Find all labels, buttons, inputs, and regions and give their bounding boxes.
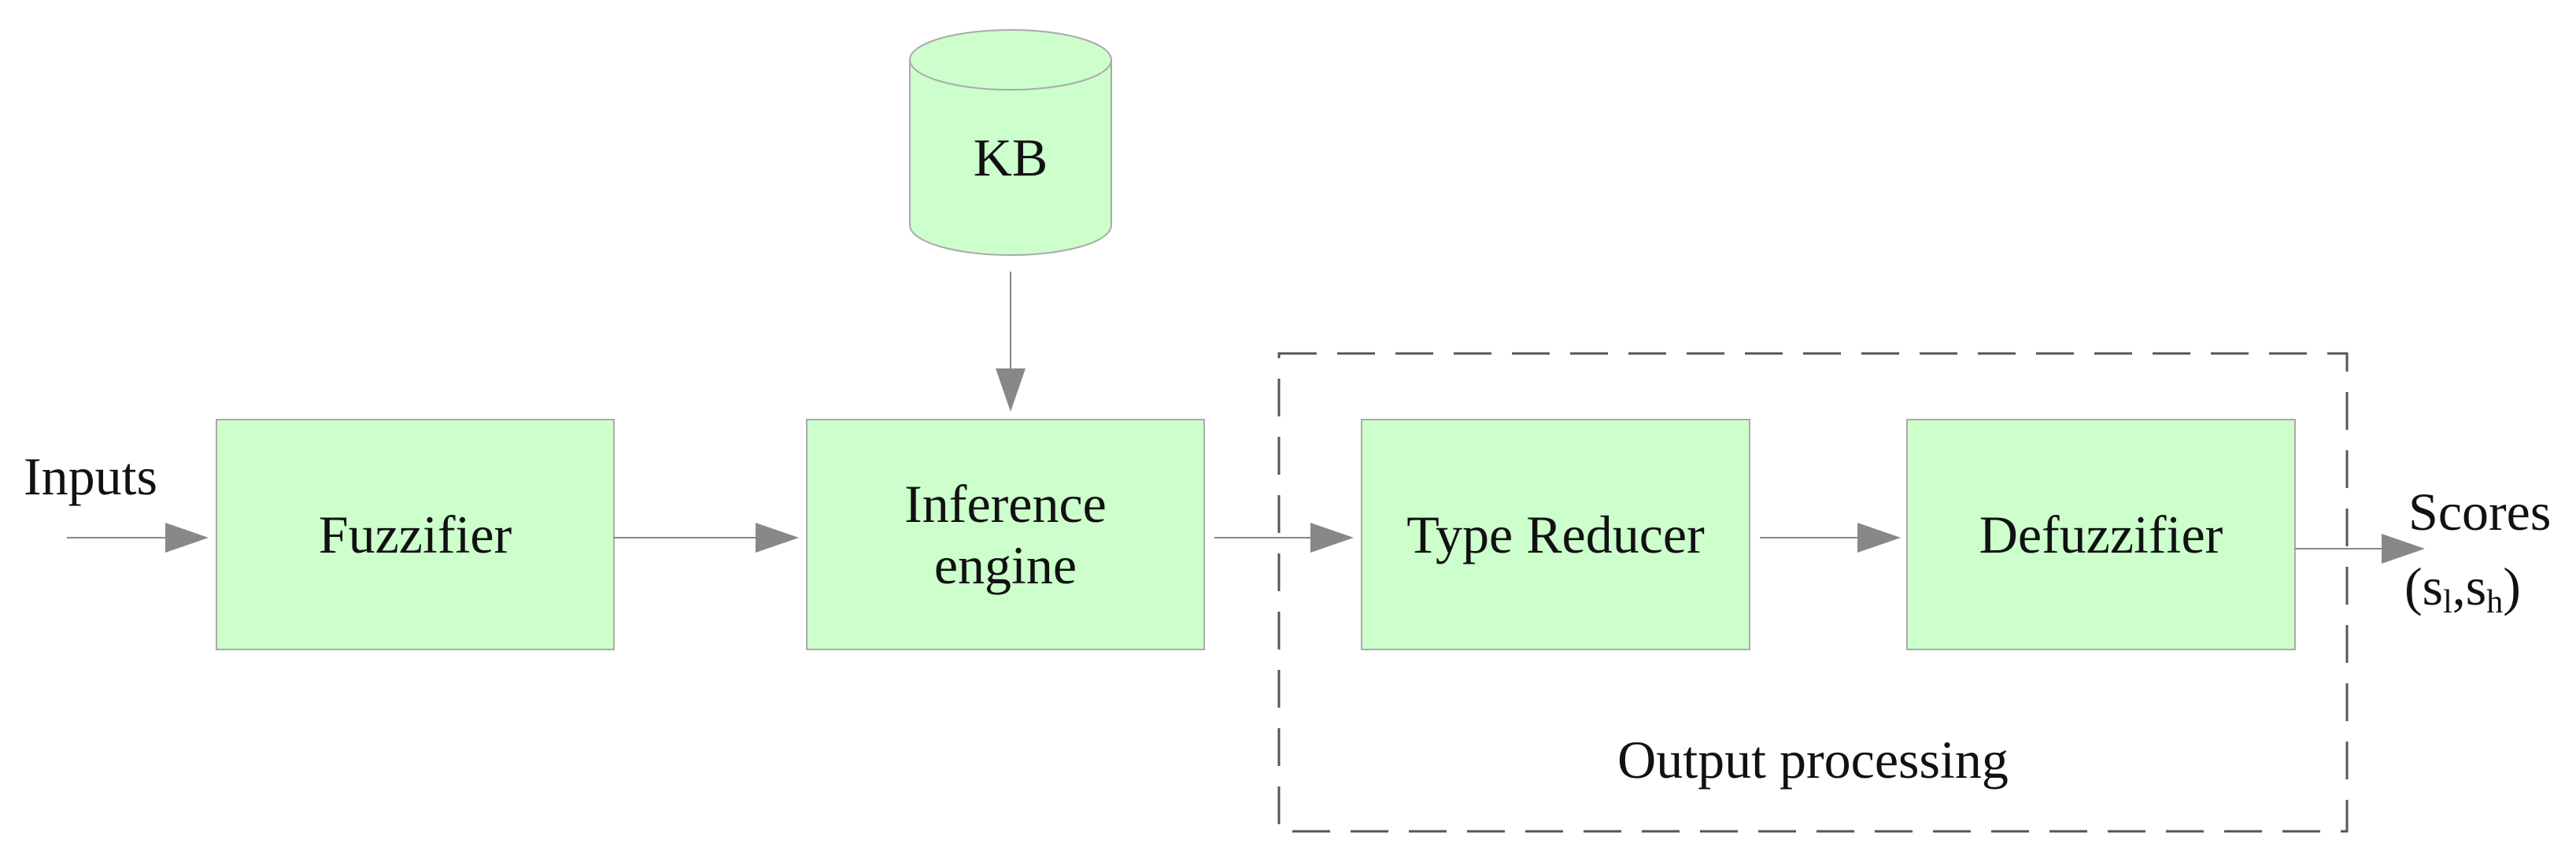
arrow-kb-to-inference [996, 272, 1026, 412]
defuzzifier-label: Defuzzifier [1979, 504, 2223, 564]
arrow-type-reducer-to-defuzzifier [1760, 523, 1901, 553]
inference-engine-block [806, 419, 1205, 650]
scores-close: ) [2503, 556, 2521, 616]
arrow-defuzzifier-to-scores [2295, 534, 2425, 564]
scores-comma: ,s [2452, 556, 2487, 616]
output-processing-group [1277, 352, 2349, 833]
type-reducer-label: Type Reducer [1406, 504, 1705, 564]
kb-label: KB [973, 127, 1048, 187]
arrow-inputs-to-fuzzifier [67, 523, 209, 553]
output-processing-label: Output processing [1617, 729, 2009, 790]
scores-sub-high: h [2486, 583, 2504, 620]
arrow-inference-to-type-reducer [1214, 523, 1354, 553]
scores-open: (s [2404, 556, 2444, 616]
type-reducer-block [1361, 419, 1750, 650]
inference-engine-label: Inference engine [807, 420, 1204, 649]
inference-engine-label-line1: Inference [904, 473, 1107, 534]
defuzzifier-block [1906, 419, 2296, 650]
fuzzifier-block [216, 419, 615, 650]
inputs-label: Inputs [24, 446, 157, 506]
inference-engine-label-line2: engine [933, 535, 1077, 595]
scores-label: Scores [2408, 481, 2552, 542]
kb-database-icon [909, 29, 1112, 256]
scores-sub-low: l [2443, 583, 2452, 620]
fuzzifier-label: Fuzzifier [318, 504, 512, 564]
arrow-fuzzifier-to-inference [614, 523, 799, 553]
